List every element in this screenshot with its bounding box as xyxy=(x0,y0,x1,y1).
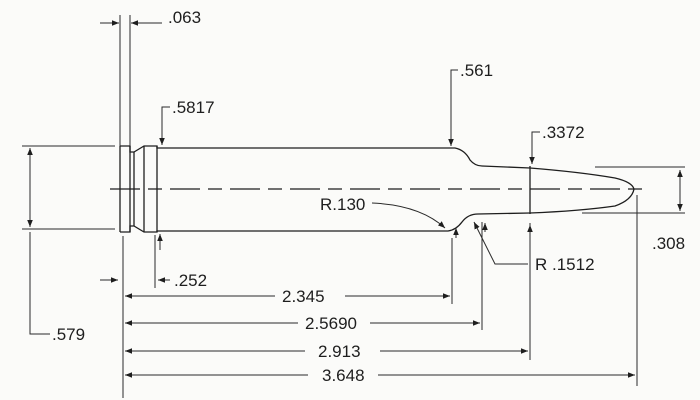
case-top-outline xyxy=(120,145,635,190)
length-to-shoulder-label: 2.345 xyxy=(280,287,327,306)
neck-diameter-label: .3372 xyxy=(540,123,587,142)
rim-diameter-label: .579 xyxy=(50,325,88,344)
extractor-groove-label: .252 xyxy=(172,271,210,290)
length-to-neck-label: 2.5690 xyxy=(303,314,359,333)
neck-radius-label: R .1512 xyxy=(533,255,597,274)
base-diameter-label: .5817 xyxy=(170,98,217,117)
shoulder-radius-label: R.130 xyxy=(318,195,368,214)
rim-thickness-label: .063 xyxy=(166,8,204,27)
case-length-label: 2.913 xyxy=(316,342,363,361)
shoulder-diameter-label: .561 xyxy=(458,61,496,80)
bullet-diameter-label: .308 xyxy=(650,234,688,253)
case-bottom-outline xyxy=(120,188,635,233)
overall-length-label: 3.648 xyxy=(320,366,367,385)
